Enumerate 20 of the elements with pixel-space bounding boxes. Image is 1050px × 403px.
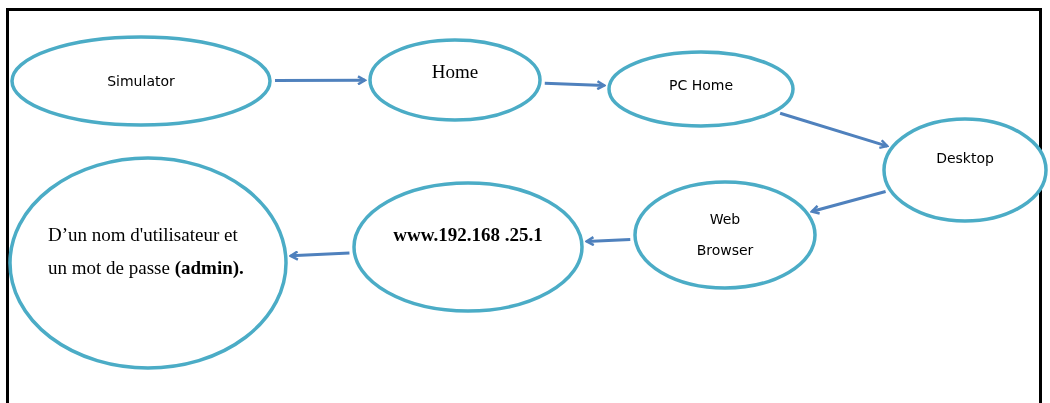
node-label: www.192.168 .25.1 (393, 223, 543, 247)
node-label: Home (430, 59, 480, 84)
ellipse-node (352, 181, 584, 313)
arrow (275, 75, 367, 86)
arrow (289, 250, 350, 261)
node-label: Web Browser (695, 210, 755, 260)
ellipse-node (368, 38, 542, 122)
arrow (779, 111, 889, 150)
arrow (810, 190, 886, 215)
arrow (544, 79, 606, 91)
ellipse-node (10, 35, 272, 127)
ellipse-node (882, 117, 1048, 223)
node-label: D’un nom d'utilisateur et un mot de passe (admin). (48, 223, 245, 280)
node-label: PC Home (668, 75, 734, 95)
ellipse-node (633, 180, 817, 290)
ellipse-node (607, 50, 795, 128)
arrow (585, 235, 631, 247)
ellipse-node (8, 156, 288, 370)
node-label: Simulator (106, 71, 176, 91)
node-label: Desktop (935, 148, 995, 168)
